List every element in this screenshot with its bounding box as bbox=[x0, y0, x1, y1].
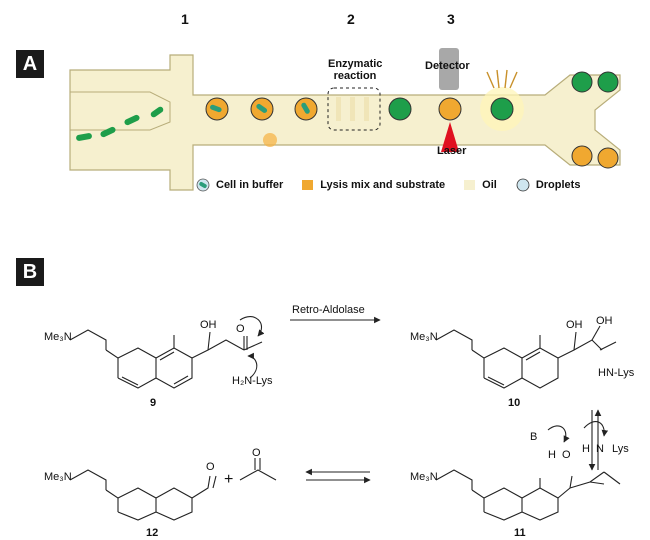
o-label: O bbox=[562, 449, 571, 461]
compound-12-structure bbox=[69, 469, 217, 521]
arrow-curved bbox=[239, 316, 265, 337]
laser-icon bbox=[441, 122, 459, 152]
oil-square-icon bbox=[464, 180, 476, 190]
fluorescent-droplet bbox=[490, 97, 514, 121]
oh-label: OH bbox=[200, 319, 217, 331]
channel-network bbox=[69, 54, 621, 191]
compound-10-number: 10 bbox=[508, 397, 520, 409]
legend-item-oil: Oil bbox=[463, 178, 497, 192]
laser-label: Laser bbox=[437, 145, 467, 157]
legend-label: Cell in buffer bbox=[216, 179, 284, 191]
enzymatic-label-line1: Enzymatic bbox=[328, 58, 383, 70]
cell-rod bbox=[76, 133, 92, 141]
detector-icon bbox=[439, 48, 459, 90]
lys-label: Lys bbox=[612, 443, 629, 455]
step-2-label: 2 bbox=[347, 11, 355, 27]
o-label: O bbox=[236, 323, 245, 335]
legend-label: Oil bbox=[482, 179, 497, 191]
base-label: B bbox=[530, 431, 537, 443]
arrow-curved bbox=[583, 421, 609, 437]
o-label: O bbox=[252, 447, 261, 459]
sorted-green-droplet bbox=[571, 71, 593, 93]
cell-rod bbox=[150, 106, 164, 118]
detector-label: Detector bbox=[425, 60, 470, 72]
lysis-square-icon bbox=[302, 180, 314, 190]
hn-lys-label: HN-Lys bbox=[598, 367, 635, 379]
sorted-orange-droplet bbox=[597, 147, 619, 169]
arrow-curved bbox=[247, 352, 258, 379]
compound-10-structure bbox=[435, 325, 617, 389]
retro-aldolase-label: Retro-Aldolase bbox=[292, 304, 365, 316]
me3n-label: Me₃N bbox=[410, 471, 438, 483]
me3n-label: Me₃N bbox=[44, 331, 72, 343]
h2n-lys-label: H₂N-Lys bbox=[232, 375, 273, 387]
cell-rod bbox=[124, 114, 140, 126]
legend-label: Droplets bbox=[535, 179, 581, 191]
enzymatic-reaction-label: Enzymatic reaction bbox=[328, 58, 382, 82]
reaction-scheme: Me₃N Me₃N Me₃N Me₃N OH O H₂N-Lys Retro-A… bbox=[44, 304, 635, 539]
compound-9-number: 9 bbox=[150, 397, 156, 409]
stray-droplet bbox=[263, 133, 277, 147]
acetone-structure bbox=[239, 458, 277, 481]
compound-11-number: 11 bbox=[514, 527, 526, 539]
compound-9-structure bbox=[69, 329, 263, 389]
panel-b-badge: B bbox=[16, 258, 44, 286]
substrate-droplet bbox=[438, 97, 462, 121]
encapsulated-droplets bbox=[205, 97, 318, 147]
step-1-label: 1 bbox=[181, 11, 189, 27]
panel-a-badge: A bbox=[16, 50, 44, 78]
h-label: H bbox=[548, 449, 556, 461]
reaction-stripes bbox=[336, 97, 369, 121]
legend-item-cell: Cell in buffer bbox=[195, 178, 283, 192]
arrow-curved bbox=[547, 425, 570, 443]
n-label: N bbox=[596, 443, 604, 455]
me3n-label: Me₃N bbox=[410, 331, 438, 343]
legend-item-lysis: Lysis mix and substrate bbox=[301, 178, 445, 192]
legend: Cell in buffer Lysis mix and substrate O… bbox=[195, 178, 598, 192]
enzymatic-label-line2: reaction bbox=[333, 70, 377, 82]
enzymatic-reaction-box bbox=[327, 87, 381, 131]
sorted-orange-droplet bbox=[571, 145, 593, 167]
me3n-label: Me₃N bbox=[44, 471, 72, 483]
oh-label: OH bbox=[566, 319, 583, 331]
cell-icon bbox=[196, 178, 210, 192]
microfluidic-channel-diagram bbox=[69, 48, 621, 191]
compound-11-structure bbox=[435, 469, 621, 521]
h-label: H bbox=[582, 443, 590, 455]
cells-in-buffer bbox=[76, 106, 164, 141]
oh-label: OH bbox=[596, 315, 613, 327]
plus-sign: + bbox=[224, 471, 233, 488]
inlet-separator bbox=[70, 91, 171, 131]
legend-label: Lysis mix and substrate bbox=[320, 179, 446, 191]
cell-rod bbox=[100, 126, 116, 138]
o-label: O bbox=[206, 461, 215, 473]
droplet-icon bbox=[516, 178, 530, 192]
step-3-label: 3 bbox=[447, 11, 455, 27]
emission-lines bbox=[486, 69, 518, 89]
product-droplet bbox=[388, 97, 412, 121]
sorted-green-droplet bbox=[597, 71, 619, 93]
compound-12-number: 12 bbox=[146, 527, 158, 539]
legend-item-droplets: Droplets bbox=[515, 178, 581, 192]
